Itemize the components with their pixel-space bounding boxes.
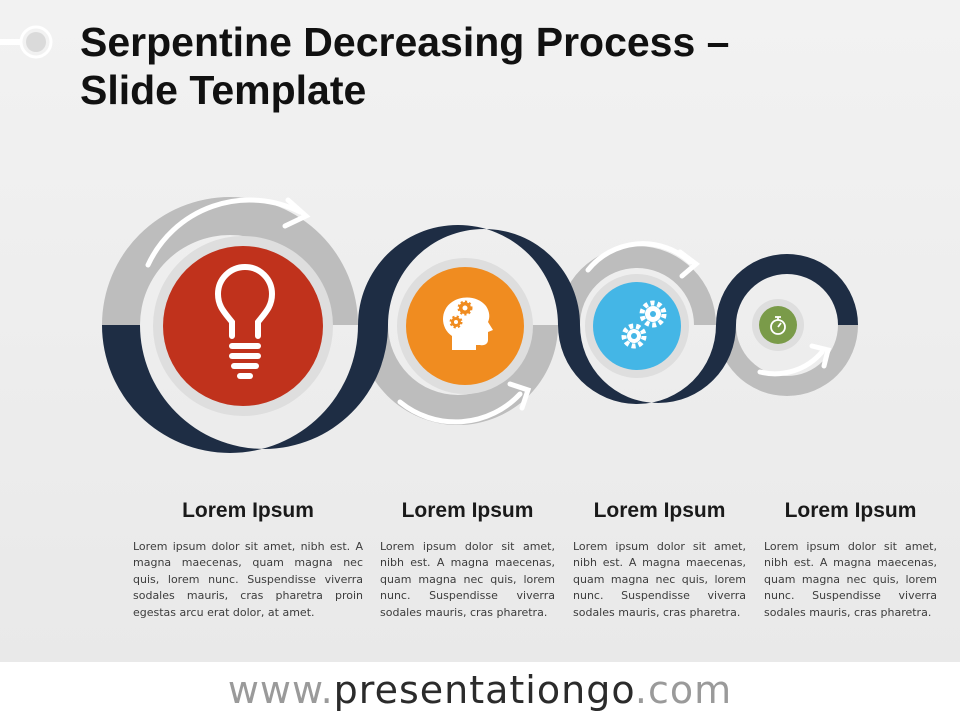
lightbulb-icon [214, 264, 276, 379]
step-2-heading: Lorem Ipsum [401, 499, 534, 522]
step-1-description: Lorem ipsum dolor sit amet, nibh est. A … [133, 540, 363, 619]
footer-bar [0, 662, 960, 720]
footer-suffix: .com [634, 668, 733, 712]
navy-serpentine-band [102, 225, 858, 453]
head-gears-icon [443, 297, 493, 350]
title-line-2: Slide Template [80, 67, 367, 113]
step-3-heading: Lorem Ipsum [593, 499, 726, 522]
slide-title: Serpentine Decreasing Process – Slide Te… [80, 18, 920, 114]
gray-ring-4 [716, 325, 858, 396]
gray-ring-3 [558, 246, 716, 325]
serpentine-diagram [102, 197, 858, 453]
arrow-icon [145, 197, 832, 425]
footer-brand: presentationgo [333, 668, 635, 712]
footer-prefix: www. [227, 668, 334, 712]
gray-ring-1 [102, 197, 358, 325]
step-2-description: Lorem ipsum dolor sit amet, nibh est. A … [380, 540, 555, 619]
gray-ring-2 [358, 325, 558, 425]
stopwatch-icon [770, 316, 786, 335]
step-4-heading: Lorem Ipsum [784, 499, 917, 522]
footer-url[interactable]: www.presentationgo.com [0, 668, 960, 712]
step-3-description: Lorem ipsum dolor sit amet, nibh est. A … [573, 540, 746, 619]
gears-icon [621, 300, 667, 349]
step-4-description: Lorem ipsum dolor sit amet, nibh est. A … [764, 540, 937, 619]
title-line-1: Serpentine Decreasing Process – [80, 19, 730, 65]
step-1-circle [163, 246, 323, 406]
step-4-circle [759, 306, 797, 344]
pin-decoration-icon [0, 25, 53, 59]
step-1-heading: Lorem Ipsum [182, 499, 314, 522]
